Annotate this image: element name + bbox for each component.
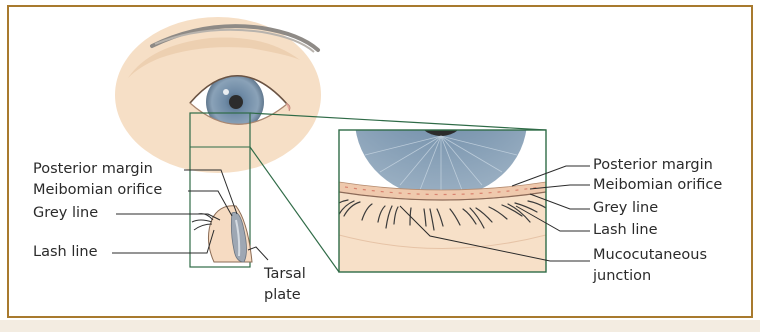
- left-label-tarsal: Tarsal: [264, 266, 306, 283]
- right-label-mucocutaneous: Mucocutaneous: [593, 247, 707, 264]
- right-label-junction: junction: [593, 268, 651, 285]
- left-label-grey-line: Grey line: [33, 205, 98, 222]
- right-label-posterior-margin: Posterior margin: [593, 157, 713, 174]
- right-label-meibomian-orifice: Meibomian orifice: [593, 177, 722, 194]
- eyelash-icon: [198, 214, 213, 220]
- left-label-meibomian-orifice: Meibomian orifice: [33, 182, 162, 199]
- left-label-posterior-margin: Posterior margin: [33, 161, 153, 178]
- right-label-grey-line: Grey line: [593, 200, 658, 217]
- eye-highlight: [223, 89, 229, 95]
- left-label-plate: plate: [264, 287, 301, 304]
- eye-illustration: [115, 17, 321, 173]
- eyelash-icon: [192, 220, 212, 222]
- right-label-lash-line: Lash line: [593, 222, 658, 239]
- pupil: [229, 95, 243, 109]
- magnified-pupil: [415, 88, 467, 136]
- left-label-lash-line: Lash line: [33, 244, 98, 261]
